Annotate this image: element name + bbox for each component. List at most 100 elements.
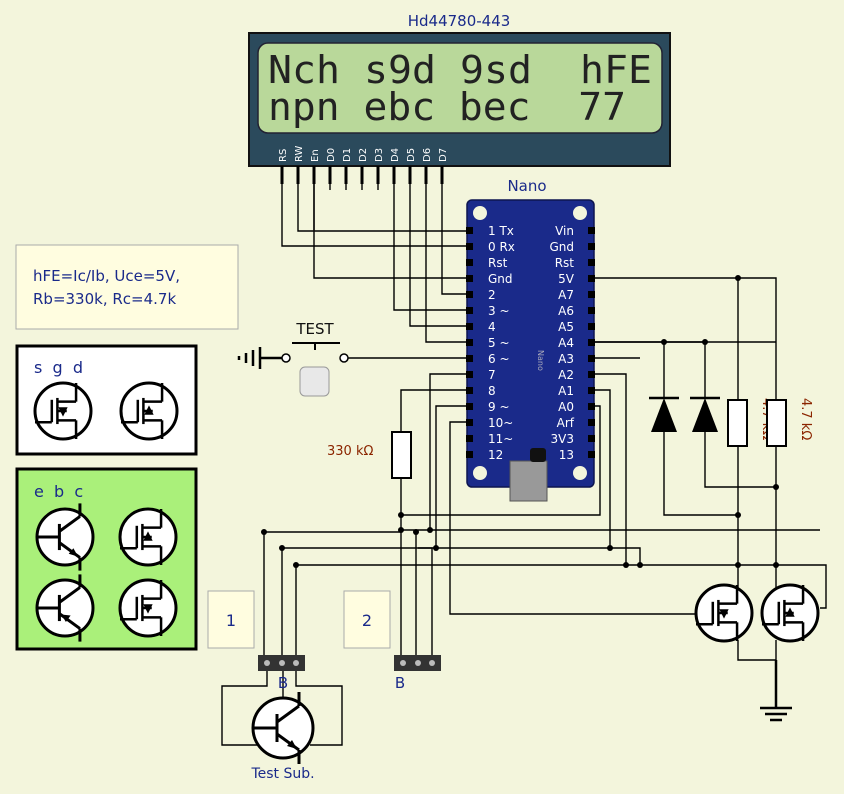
resistor-rc2: 4.7 kΩ [766,398,813,447]
nano-pin-pad [466,259,473,266]
socket-1-number: 1 [226,611,236,630]
test-button-label: TEST [295,320,334,338]
wire [281,184,466,247]
nano-right-pin-label: A5 [558,320,574,334]
mosfet-diode-symbol-2 [118,578,178,638]
diode-1 [649,396,679,432]
socket-2-header: B [394,655,441,692]
junction-dot [773,484,779,490]
test-subject-label: Test Sub. [250,766,314,782]
wire [295,671,343,746]
socket-1-label: B [278,674,288,692]
nano-left-pin-label: 0 Rx [488,240,515,254]
nano-left-pin-label: Gnd [488,272,513,286]
mount-hole [573,206,587,220]
nano-pcb [466,199,595,488]
junction-dot [607,545,613,551]
socket-1-header: B [258,655,305,692]
button-cap[interactable] [299,366,330,397]
info-note-line-2: Rb=330k, Rc=4.7k [33,290,176,308]
nch-mosfet-symbol [33,381,93,441]
nano-left-pin-label: 7 [488,368,496,382]
wire [436,547,641,565]
wire [400,405,601,516]
mount-hole [473,466,487,480]
lcd-pin-label: RW [294,145,305,162]
nano-pin-pad [466,403,473,410]
wire [313,184,466,279]
nano-right-pin-label: Arf [557,416,575,430]
lcd-pin-label: D0 [326,148,337,162]
lcd-pin-label: En [310,149,321,162]
ground-symbol-left [237,347,282,369]
junction-dot [661,339,667,345]
nano-pin-pad [588,339,595,346]
lcd-pin-label: D5 [406,148,417,162]
nano-right-pin-label: A2 [558,368,574,382]
wire [595,373,827,609]
wire [409,184,466,327]
mosfet-diode-symbol [118,507,178,567]
junction-dot [413,529,419,535]
test-button[interactable]: TEST [281,320,349,397]
info-note-line-1: hFE=Ic/Ib, Uce=5V, [33,267,180,285]
wire [595,389,611,548]
nano-left-pin-label: 5 ~ [488,336,510,350]
nano-pin-pad [588,323,595,330]
lcd-module: Hd44780-443 Nch s9d 9sd hFE npn ebc bec … [248,12,671,184]
nano-left-pin-label: 6 ~ [488,352,510,366]
wire [704,432,777,488]
nano-pin-pad [588,451,595,458]
nano-pin-pad [588,227,595,234]
button-contact [339,353,349,363]
wire [393,184,466,311]
wire [435,405,466,548]
nano-pin-pad [588,291,595,298]
nano-pin-pad [588,371,595,378]
test-subject-transistor: Test Sub. [250,692,315,782]
nano-right-pin-label: 5V [558,272,575,286]
diode-2 [690,396,720,432]
wire [429,373,466,530]
nano-left-pin-label: 9 ~ [488,400,510,414]
nano-right-pin-label: A3 [558,352,574,366]
junction-dot [433,545,439,551]
wire [425,184,466,343]
usb-connector [509,460,548,502]
nano-pin-pad [466,275,473,282]
resistor-rc2-label: 4.7 kΩ [798,398,813,440]
nano-pin-pad [466,435,473,442]
lcd-pin-label: D1 [342,148,353,162]
pnp-symbol [35,574,95,642]
nano-pin-pad [588,307,595,314]
socket-2-number: 2 [362,611,372,630]
nano-left-pin-label: 3 ~ [488,304,510,318]
lcd-pin-label: D3 [374,148,385,162]
button-contact [281,353,291,363]
wire [400,389,466,432]
nano-pin-pad [466,243,473,250]
nano-pin-pad [466,355,473,362]
nano-right-pin-label: Vin [555,224,574,238]
wire [595,341,706,398]
wires [221,184,827,746]
wire [441,184,466,295]
nano-pin-pad [466,387,473,394]
nano-left-pin-label: 8 [488,384,496,398]
lcd-title: Hd44780-443 [408,12,511,30]
nano-left-pin-label: 1 Tx [488,224,514,238]
nano-right-pin-label: 3V3 [551,432,574,446]
nano-pin-pad [466,307,473,314]
nano-pin-pad [466,227,473,234]
junction-dot [398,512,404,518]
nano-pin-pad [466,451,473,458]
lcd-pin-label: D4 [390,148,401,162]
mosfet-legend: s g d [15,344,198,456]
junction-dot [293,562,299,568]
npn-symbol [35,503,95,571]
nano-right-pin-label: Rst [555,256,575,270]
nano-pin-pad [588,403,595,410]
